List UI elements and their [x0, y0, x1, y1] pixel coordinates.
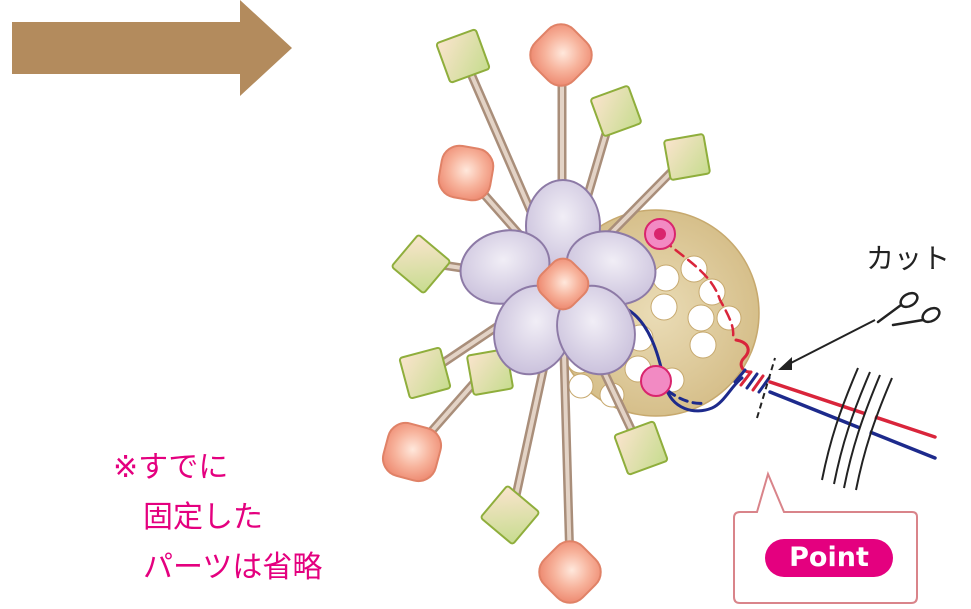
pink-bead: [437, 144, 495, 202]
green-bead: [398, 346, 452, 400]
thread-break-marks: [821, 367, 893, 491]
scissors-icon: [876, 291, 941, 327]
cut-line: [756, 357, 776, 419]
green-bead: [590, 85, 642, 137]
green-bead: [480, 485, 540, 545]
note-line-1: ※すでに: [113, 450, 229, 485]
green-bead: [663, 133, 711, 181]
marker-hole-bottom: [640, 365, 672, 397]
note-line-3: パーツは省略: [113, 550, 323, 585]
cut-pointer-arrowhead: [778, 357, 792, 370]
cut-pointer-line: [784, 319, 876, 367]
right-arrow-icon: [12, 0, 292, 96]
pink-bead: [529, 23, 593, 87]
pink-bead: [381, 421, 443, 483]
note-line-2: 固定した: [113, 500, 263, 535]
cut-label: カット: [866, 242, 951, 275]
pink-round-beads: [381, 23, 602, 604]
green-square-beads: [391, 28, 711, 545]
pink-bead: [538, 540, 602, 604]
green-bead: [613, 420, 669, 476]
center-pink-bead: [536, 257, 590, 311]
green-bead: [391, 234, 451, 294]
threads: [616, 238, 937, 460]
marker-dot: [654, 228, 666, 240]
green-bead: [435, 28, 491, 84]
point-badge: Point: [765, 539, 893, 577]
